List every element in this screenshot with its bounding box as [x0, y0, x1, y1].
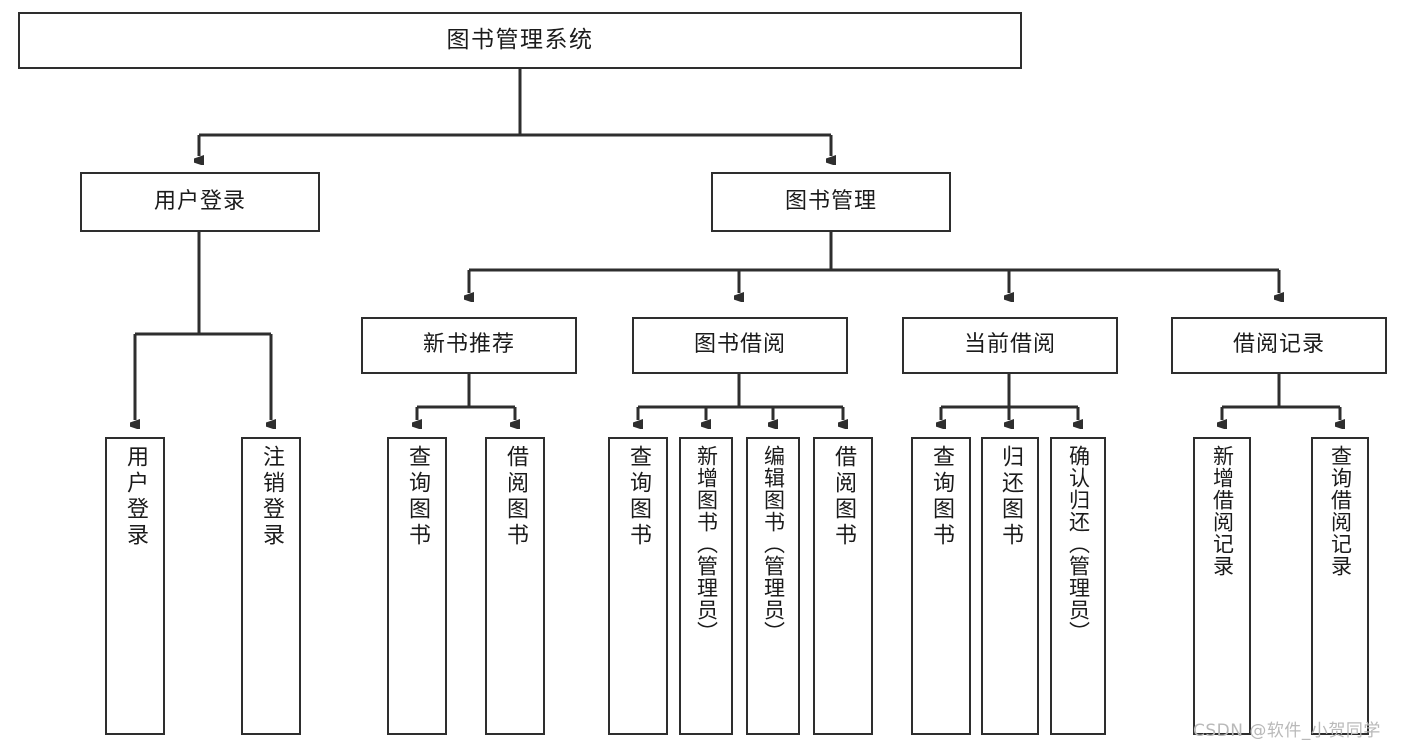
- leaf-add-book-admin[interactable]: 新增图书（管理员）: [679, 437, 733, 735]
- leaf-add-borrow-record[interactable]: 新增借阅记录: [1193, 437, 1251, 735]
- leaf-edit-book-admin[interactable]: 编辑图书（管理员）: [746, 437, 800, 735]
- node-label: 用户登录: [153, 188, 246, 214]
- leaf-logout[interactable]: 注销登录: [241, 437, 301, 735]
- leaf-return-book[interactable]: 归还图书: [981, 437, 1039, 735]
- node-user-login[interactable]: 用户登录: [80, 172, 320, 232]
- node-current-borrow[interactable]: 当前借阅: [902, 317, 1118, 374]
- node-label: 图书管理: [784, 188, 877, 214]
- leaf-query-book-recommend[interactable]: 查询图书: [387, 437, 447, 735]
- node-new-book-recommend[interactable]: 新书推荐: [361, 317, 577, 374]
- node-label: 查询图书: [405, 445, 430, 549]
- leaf-query-book-current[interactable]: 查询图书: [911, 437, 971, 735]
- node-book-borrow[interactable]: 图书借阅: [632, 317, 848, 374]
- leaf-confirm-return-admin[interactable]: 确认归还（管理员）: [1050, 437, 1106, 735]
- node-label: 新书推荐: [422, 332, 515, 358]
- node-label: 新增图书（管理员）: [694, 445, 719, 643]
- node-label: 借阅图书: [503, 445, 528, 549]
- watermark: CSDN @软件_小贺同学: [1193, 721, 1381, 741]
- node-label: 确认归还（管理员）: [1066, 445, 1091, 643]
- node-label: 查询图书: [626, 445, 651, 549]
- node-label: 查询图书: [929, 445, 954, 549]
- node-label: 当前借阅: [963, 332, 1056, 358]
- node-borrow-record[interactable]: 借阅记录: [1171, 317, 1387, 374]
- node-book-management-system[interactable]: 图书管理系统: [18, 12, 1022, 69]
- node-label: 编辑图书（管理员）: [761, 445, 786, 643]
- node-label: 注销登录: [259, 445, 284, 549]
- node-label: 用户登录: [123, 445, 148, 549]
- leaf-borrow-book[interactable]: 借阅图书: [813, 437, 873, 735]
- node-label: 新增借阅记录: [1210, 445, 1235, 577]
- node-label: 借阅记录: [1232, 332, 1325, 358]
- node-label: 图书借阅: [693, 332, 786, 358]
- node-label: 归还图书: [998, 445, 1023, 549]
- node-label: 查询借阅记录: [1328, 445, 1353, 577]
- node-label: 图书管理系统: [446, 26, 594, 53]
- leaf-query-book-borrow[interactable]: 查询图书: [608, 437, 668, 735]
- node-label: 借阅图书: [831, 445, 856, 549]
- leaf-user-login[interactable]: 用户登录: [105, 437, 165, 735]
- node-book-management[interactable]: 图书管理: [711, 172, 951, 232]
- leaf-borrow-book-recommend[interactable]: 借阅图书: [485, 437, 545, 735]
- leaf-query-borrow-record[interactable]: 查询借阅记录: [1311, 437, 1369, 735]
